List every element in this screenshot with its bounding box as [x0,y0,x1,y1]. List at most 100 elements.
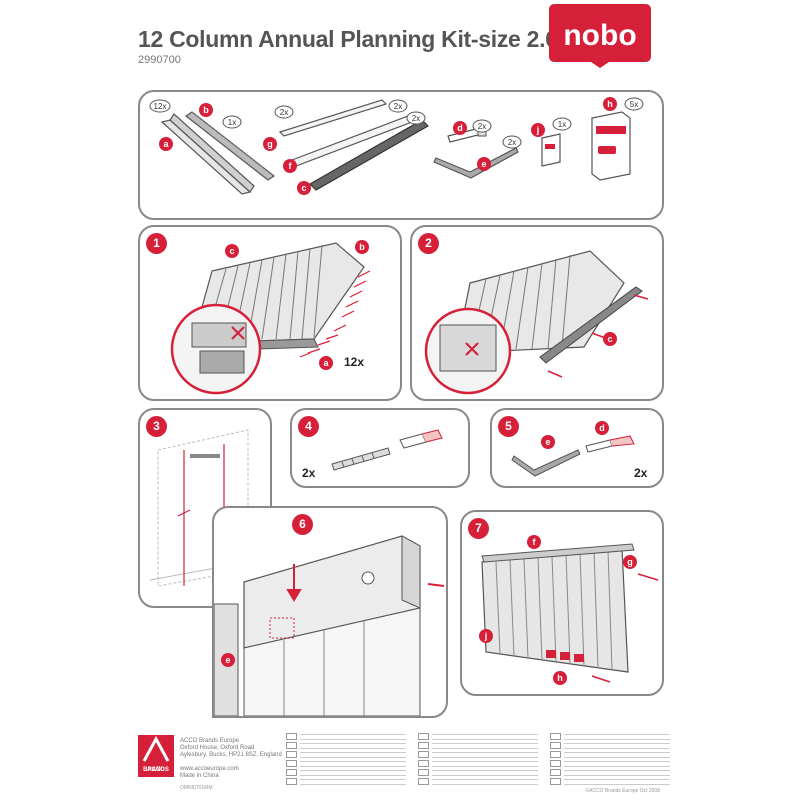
part-g-rod [278,99,388,137]
svg-text:c: c [607,334,612,344]
svg-text:j: j [536,125,540,135]
svg-text:e: e [545,437,550,447]
step6-rail-closeup [214,535,421,716]
step2-zoom-circle [424,307,512,395]
step6-highlight [269,617,295,639]
svg-text:f: f [289,161,293,171]
step-4-panel: 4 2x [290,408,470,488]
legal-block-2 [418,733,538,787]
step6-arrows [286,564,445,602]
step-1-panel: c b a 1 12x [138,225,402,401]
svg-text:c: c [229,246,234,256]
part-a-channel [160,113,255,195]
svg-text:2x: 2x [478,122,486,131]
label-c: c [297,181,311,195]
part-j-box [541,133,561,167]
step1-label-a: a [319,356,333,370]
legal-block-3 [550,733,670,787]
svg-text:h: h [607,99,613,109]
step1-label-b: b [355,240,369,254]
qty-g: 2x [274,105,294,119]
part-c-channel [309,119,429,191]
part-h-box [591,111,631,181]
svg-text:d: d [457,123,463,133]
qty-c: 2x [406,111,426,125]
step7-label-h: h [553,671,567,685]
svg-text:g: g [267,139,273,149]
acco-mark-icon [142,735,170,762]
svg-text:12x: 12x [154,102,167,111]
svg-text:2x: 2x [394,102,402,111]
acco-logo: ACCO BRANDS [138,735,174,777]
step-7-panel: f g j h 7 [460,510,664,696]
step-2-panel: c 2 [410,225,664,401]
step-6-number: 6 [292,514,313,535]
step-5-panel: e d 5 2x [490,408,664,488]
svg-text:j: j [484,631,488,641]
step-5-number: 5 [498,416,519,437]
step6-label-e: e [221,653,235,667]
svg-text:e: e [225,655,230,665]
label-h: h [603,97,617,111]
step7-planner-board [481,543,635,673]
svg-text:a: a [163,139,169,149]
svg-text:2x: 2x [412,114,420,123]
part-b-strip [184,111,276,181]
nobo-logo: nobo [549,4,651,68]
step-7-number: 7 [468,518,489,539]
step7-label-f: f [527,535,541,549]
step-6-panel: e 6 [212,506,448,718]
page-title: 12 Column Annual Planning Kit-size 2.0 [138,26,558,52]
svg-text:g: g [627,557,633,567]
qty-e: 2x [502,135,522,149]
step-4-qty: 2x [302,466,316,480]
label-a: a [159,137,173,151]
svg-text:e: e [481,159,486,169]
step1-label-c: c [225,244,239,258]
label-j: j [531,123,545,137]
step-3-number: 3 [146,416,167,437]
svg-text:1x: 1x [558,120,566,129]
step7-label-g: g [623,555,637,569]
label-b: b [199,103,213,117]
document-ref: OMNI0701MM [180,785,213,791]
qty-b: 1x [222,115,242,129]
step7-label-j: j [479,629,493,643]
svg-text:5x: 5x [630,100,638,109]
label-e: e [477,157,491,171]
step-1-number: 1 [146,233,167,254]
step3-rail [190,454,220,458]
svg-text:b: b [359,242,365,252]
step5-label-d: d [595,421,609,435]
svg-text:2x: 2x [508,138,516,147]
part-e-hexkey [433,147,519,179]
svg-text:a: a [323,358,329,368]
step-5-qty: 2x [634,466,648,480]
label-f: f [283,159,297,173]
svg-text:f: f [533,537,537,547]
product-code: 2990700 [138,54,181,66]
company-address: ACCO Brands Europe Oxford House, Oxford … [180,738,282,779]
step5-label-e: e [541,435,555,449]
qty-j: 1x [552,117,572,131]
qty-f: 2x [388,99,408,113]
hex-key-icon [511,449,581,477]
qty-a: 12x [149,99,171,113]
drill-bit-icon [331,447,391,471]
svg-text:b: b [203,105,209,115]
copyright: ©ACCO Brands Europe Oct 2008 [585,788,660,794]
legal-block-1 [286,733,406,787]
svg-text:1x: 1x [228,118,236,127]
step7-arrows [591,573,659,683]
step-2-number: 2 [418,233,439,254]
svg-text:2x: 2x [280,108,288,117]
parts-panel: a b c d e f g h j 12x 1x 2x 2x 2x 2x 2x … [138,90,664,220]
svg-text:d: d [599,423,605,433]
qty-h: 5x [624,97,644,111]
svg-text:h: h [557,673,563,683]
brand-text: nobo [563,19,636,52]
svg-text:c: c [301,183,306,193]
qty-d: 2x [472,119,492,133]
label-d: d [453,121,467,135]
step-4-number: 4 [298,416,319,437]
